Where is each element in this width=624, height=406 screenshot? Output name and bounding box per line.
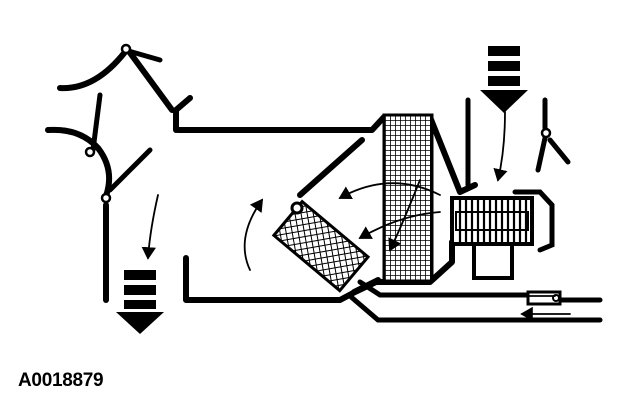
heater-core xyxy=(271,199,371,293)
blower-motor xyxy=(472,242,514,280)
evaporator-core xyxy=(382,113,434,283)
recirc-door xyxy=(465,97,571,253)
figure-id-label: A0018879 xyxy=(18,370,104,391)
airflow-arrow-in xyxy=(480,46,528,113)
airflow-lines xyxy=(141,111,571,322)
blend-door xyxy=(290,201,304,215)
airflow-arrow-out xyxy=(116,270,164,334)
defrost-doors xyxy=(45,43,175,204)
blower-fan xyxy=(450,196,534,246)
